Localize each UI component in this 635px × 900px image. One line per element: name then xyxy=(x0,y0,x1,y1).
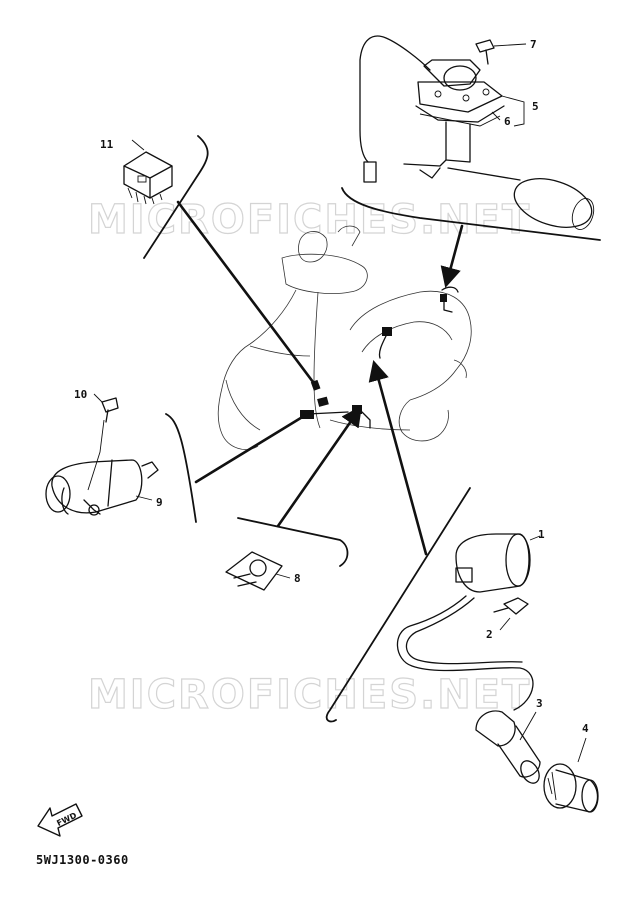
watermark-top: MICROFICHES.NET xyxy=(88,197,531,243)
fuel-sender-unit xyxy=(359,35,595,230)
bolt-2-icon xyxy=(493,597,529,631)
spark-plug-4-icon xyxy=(543,737,599,813)
diagram-code: 5WJ1300-0360 xyxy=(36,853,129,867)
callout-1: 1 xyxy=(538,528,545,541)
callout-10: 10 xyxy=(74,388,87,401)
callout-9: 9 xyxy=(156,496,163,509)
callout-6: 6 xyxy=(504,115,511,128)
ignition-coil-1-icon xyxy=(455,533,541,593)
callout-6-leader xyxy=(491,111,501,121)
watermark-bottom: MICROFICHES.NET xyxy=(88,672,531,718)
frame-connectors xyxy=(300,286,459,429)
screw-10-icon xyxy=(93,393,119,423)
relay-11-icon xyxy=(123,139,173,205)
callout-7: 7 xyxy=(530,38,537,51)
fwd-arrow-icon: FWD xyxy=(37,803,83,837)
plug-cap-3-icon xyxy=(396,595,541,784)
callout-2: 2 xyxy=(486,628,493,641)
callout-4: 4 xyxy=(582,722,589,735)
scooter-outline xyxy=(217,225,472,450)
leader-lines xyxy=(176,200,464,556)
horn-9-icon xyxy=(45,419,159,516)
callout-5-brace xyxy=(501,95,525,127)
callout-3: 3 xyxy=(536,697,543,710)
bracket-8-icon xyxy=(225,551,291,591)
callout-8: 8 xyxy=(294,572,301,585)
callout-5: 5 xyxy=(532,100,539,113)
callout-11: 11 xyxy=(100,138,114,151)
group-brackets xyxy=(143,135,601,723)
screw-7-icon xyxy=(475,39,527,65)
